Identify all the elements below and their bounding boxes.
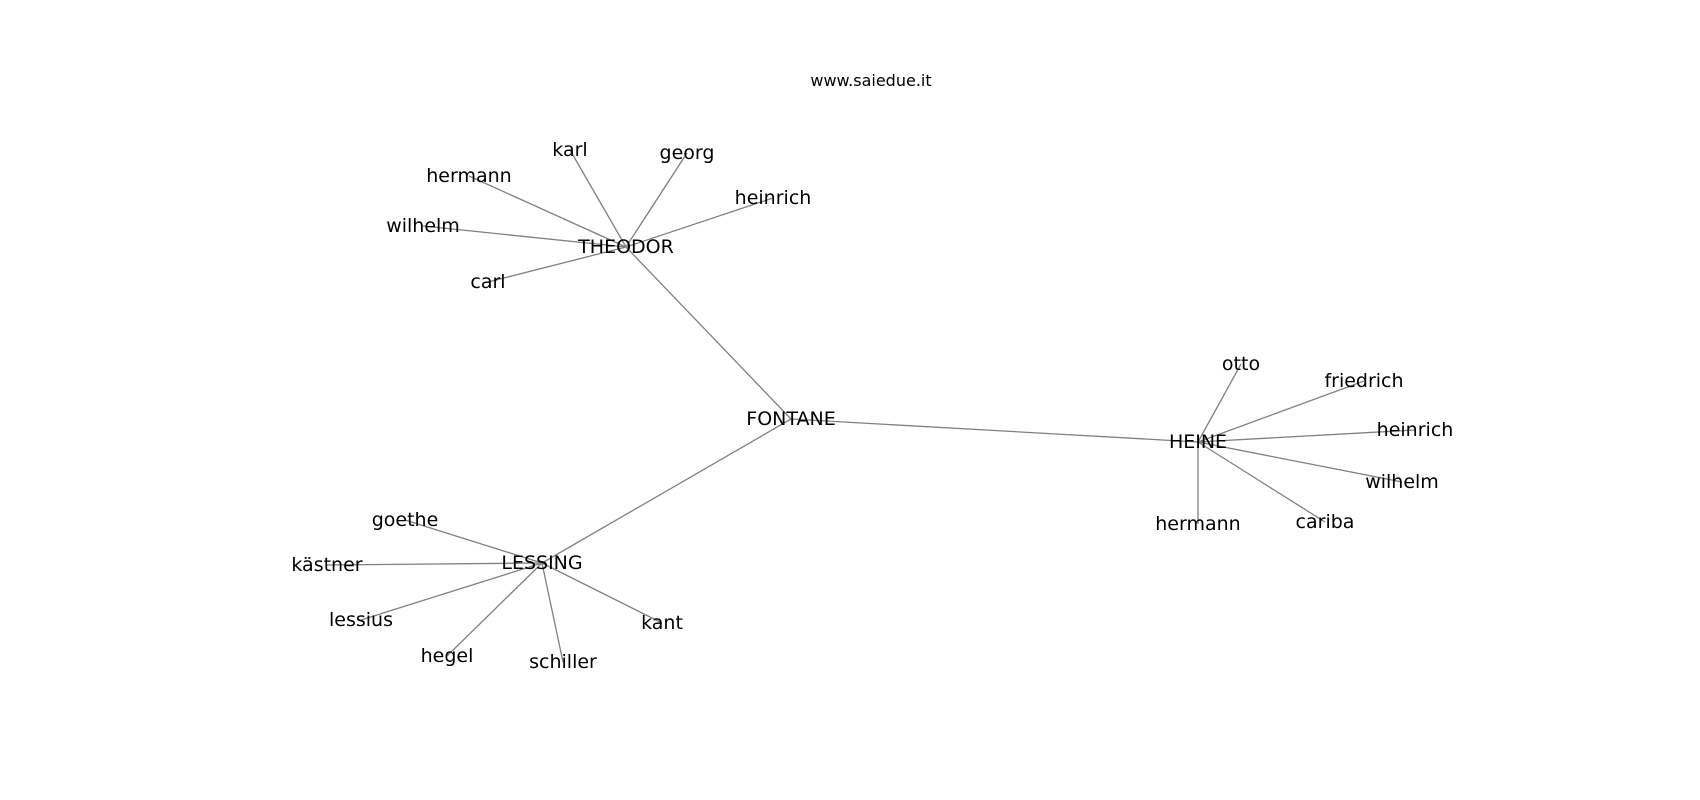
edge-theodor-heinrich_t <box>625 197 774 248</box>
node-goethe: goethe <box>372 509 439 531</box>
node-carl: carl <box>470 271 505 293</box>
edge-lessing-hegel <box>446 562 543 657</box>
edges-layer <box>326 149 1416 663</box>
node-schiller: schiller <box>529 651 597 673</box>
node-heine: HEINE <box>1169 431 1227 453</box>
node-cariba: cariba <box>1296 511 1355 533</box>
site-title: www.saiedue.it <box>810 71 932 90</box>
labels-layer: FONTANE THEODOR HEINE LESSING karl georg herma… <box>291 139 1453 673</box>
edge-theodor-georg <box>625 152 688 248</box>
edge-heine-heinrich_h <box>1197 429 1416 443</box>
node-otto: otto <box>1222 353 1260 375</box>
edge-theodor-hermann_t <box>468 175 627 248</box>
node-theodor: THEODOR <box>577 236 674 258</box>
edge-lessing-goethe <box>404 519 543 564</box>
node-heinrich_h: heinrich <box>1377 419 1454 441</box>
node-fontane: FONTANE <box>746 408 835 430</box>
edge-theodor-karl <box>569 149 627 248</box>
node-lessius: lessius <box>329 609 393 631</box>
node-wilhelm_h: wilhelm <box>1365 471 1439 493</box>
node-georg: georg <box>660 142 715 164</box>
edge-fontane-theodor <box>625 246 792 420</box>
edge-lessing-schiller <box>541 562 564 663</box>
edge-lessing-kastner <box>326 562 543 566</box>
node-heinrich_t: heinrich <box>735 187 812 209</box>
node-karl: karl <box>552 139 587 161</box>
edge-heine-friedrich <box>1197 380 1365 443</box>
node-wilhelm_t: wilhelm <box>386 215 460 237</box>
node-hermann_t: hermann <box>426 165 511 187</box>
edge-theodor-wilhelm_t <box>422 225 627 248</box>
edge-lessing-kant <box>541 562 663 624</box>
edge-lessing-lessius <box>360 562 543 621</box>
node-hegel: hegel <box>421 645 474 667</box>
edge-heine-otto <box>1197 363 1242 443</box>
node-kant: kant <box>641 612 683 634</box>
edge-fontane-lessing <box>541 418 792 564</box>
edge-fontane-heine <box>790 418 1199 443</box>
node-hermann_h: hermann <box>1155 513 1240 535</box>
edge-heine-wilhelm_h <box>1197 441 1403 483</box>
edge-theodor-carl <box>487 246 627 283</box>
edge-heine-cariba <box>1197 441 1326 523</box>
node-lessing: LESSING <box>501 552 582 574</box>
node-kastner: kästner <box>291 554 362 576</box>
node-friedrich: friedrich <box>1324 370 1403 392</box>
